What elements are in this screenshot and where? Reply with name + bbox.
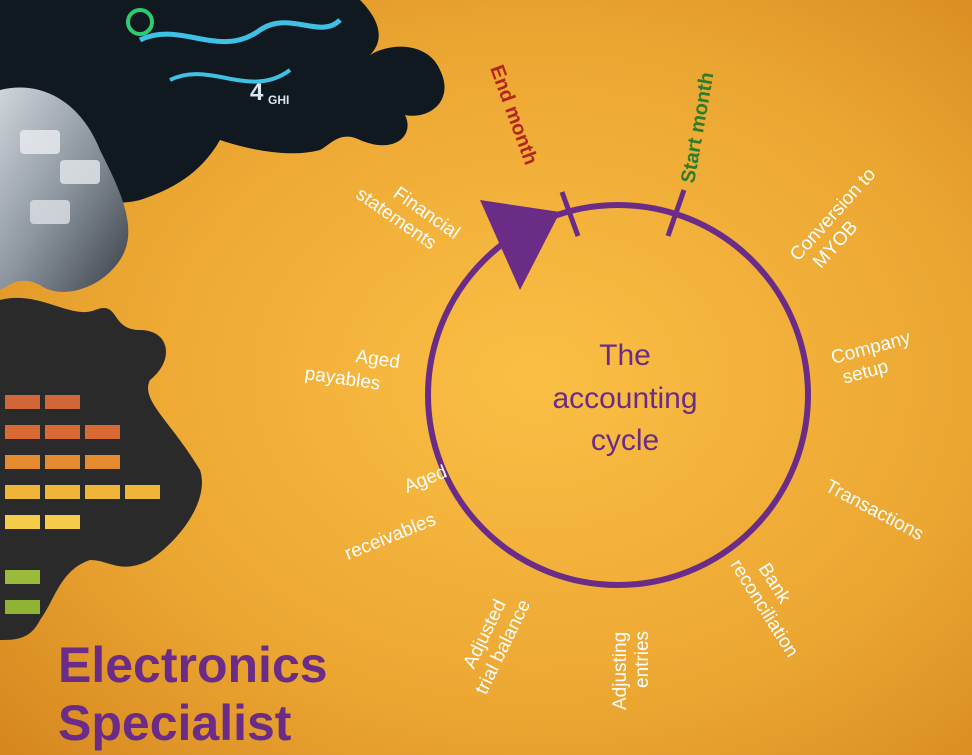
svg-text:accounting: accounting: [552, 382, 697, 415]
puzzle-piece-phone-image: 4 GHI: [0, 0, 445, 203]
svg-text:GHI: GHI: [268, 93, 289, 107]
phone-key-icon: [126, 8, 154, 36]
svg-text:The: The: [599, 339, 651, 372]
svg-text:4: 4: [250, 79, 264, 106]
svg-text:entries: entries: [632, 631, 653, 688]
cycle-ring: [425, 202, 811, 588]
puzzle-piece-keyboard-image: [0, 87, 129, 292]
svg-text:cycle: cycle: [591, 424, 659, 457]
cycle-title: The accounting cycle: [552, 339, 697, 457]
brand-name-line1: Electronics: [58, 637, 328, 693]
puzzle-piece-equalizer-image: [0, 297, 202, 640]
start-month-tick: [665, 189, 687, 237]
step-adjusting-entries: Adjusting entries: [610, 631, 653, 710]
end-month-tick: [559, 191, 581, 237]
cycle-arrow-head-icon: [480, 200, 560, 290]
svg-text:Adjusting: Adjusting: [610, 632, 631, 710]
step-aged-payables: Aged payables: [303, 346, 401, 394]
brand-name-line2: Specialist: [58, 695, 292, 751]
